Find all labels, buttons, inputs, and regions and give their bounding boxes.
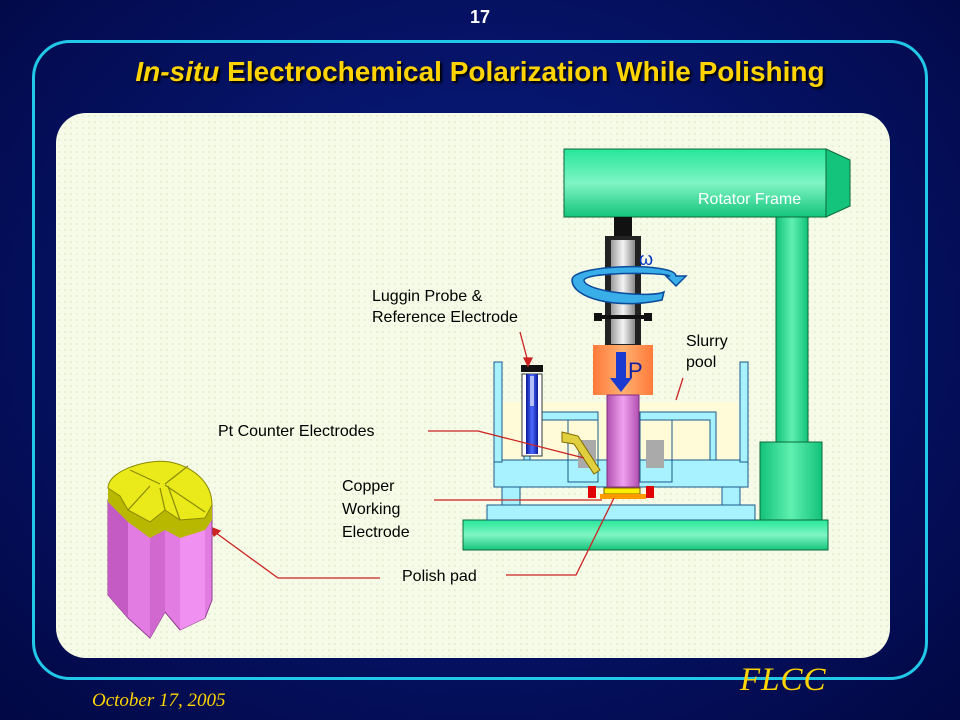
copper-working-electrode	[588, 486, 654, 499]
slide-date: October 17, 2005	[92, 690, 226, 711]
title-rest: Electrochemical Polarization While Polis…	[219, 56, 825, 87]
pt-counter-electrode	[561, 431, 601, 475]
polish-pad-label: Polish pad	[402, 568, 477, 585]
luggin-probe	[521, 365, 543, 457]
electrode-segment-3d	[107, 460, 213, 639]
omega-symbol: ω	[639, 249, 653, 269]
slide-title: In-situ Electrochemical Polarization Whi…	[0, 56, 960, 88]
copper-electrode-label: Copper Working Electrode	[342, 478, 410, 541]
slide-number: 17	[469, 7, 491, 27]
luggin-probe-label: Luggin Probe & Reference Electrode	[372, 288, 518, 326]
pressure-arrow-icon	[610, 352, 632, 392]
rotator-frame	[462, 148, 851, 551]
slurry-pool-label: Slurry pool	[686, 333, 728, 371]
pt-counter-label: Pt Counter Electrodes	[218, 423, 375, 440]
pressure-label: P	[628, 358, 643, 383]
rotation-arrow	[571, 265, 688, 305]
title-italic: In-situ	[135, 56, 220, 87]
org-logo-text: FLCC	[740, 662, 827, 698]
rotator-frame-label: Rotator Frame	[698, 191, 802, 208]
slide-frame	[32, 40, 928, 680]
leader-lines	[208, 331, 684, 579]
